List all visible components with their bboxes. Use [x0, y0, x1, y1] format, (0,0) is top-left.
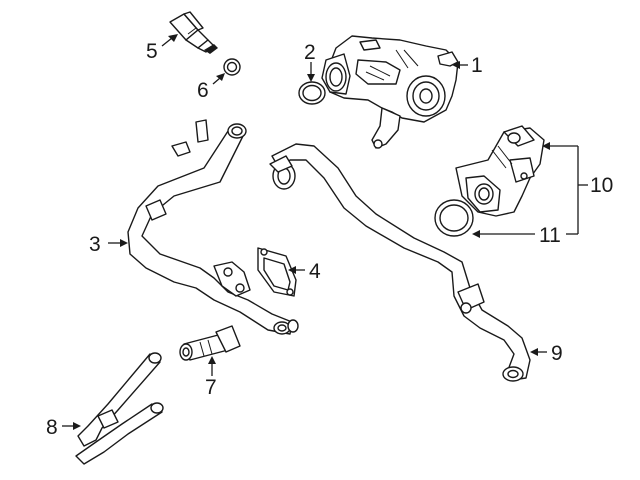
part-8-bypass-hose	[75, 352, 164, 465]
callout-6: 6	[197, 79, 209, 102]
part-5-sensor	[169, 11, 218, 54]
callout-4: 4	[309, 260, 321, 283]
leader-lines	[62, 34, 588, 430]
callout-9: 9	[551, 342, 563, 365]
callout-1: 1	[471, 54, 483, 77]
callout-10: 10	[590, 174, 613, 197]
part-6-o-ring	[223, 58, 241, 76]
callout-5: 5	[146, 40, 158, 63]
callout-2: 2	[304, 41, 316, 64]
callout-3: 3	[89, 233, 101, 256]
callout-8: 8	[46, 416, 58, 439]
part-4-gasket	[257, 247, 297, 297]
callout-labels: 1 2 3 4 5 6 7 8 9 10 11	[46, 40, 613, 439]
callout-11: 11	[539, 224, 561, 247]
part-3-coolant-pipe	[127, 119, 299, 335]
part-1-pump-assembly	[321, 35, 459, 149]
part-7-connector	[179, 325, 241, 361]
part-2-seal-ring	[298, 81, 326, 105]
part-9-coolant-hose	[269, 143, 531, 382]
callout-7: 7	[205, 376, 217, 399]
part-11-seal-ring	[434, 199, 474, 237]
part-10-thermostat-housing	[455, 125, 545, 217]
